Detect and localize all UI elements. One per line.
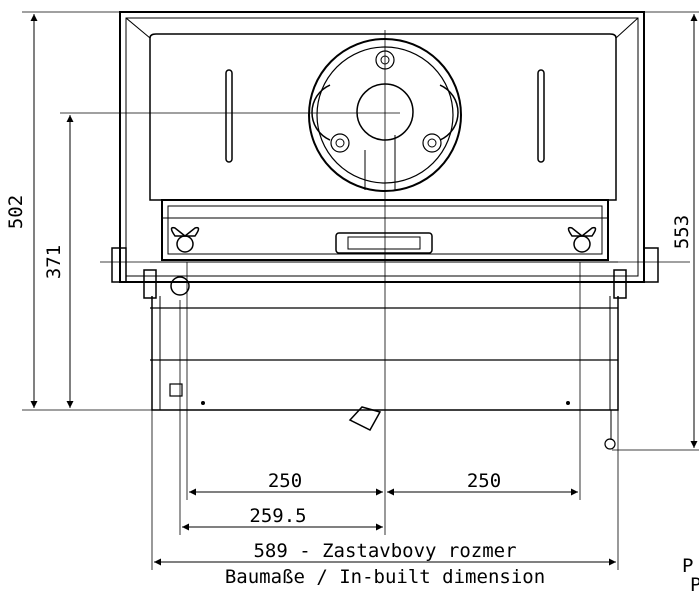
dim-width-250-left: 250 <box>268 470 302 492</box>
side-brackets <box>111 247 659 299</box>
side-slots <box>225 69 545 163</box>
extension-lines <box>22 11 699 570</box>
dim-height-553: 553 <box>671 215 693 249</box>
dim-width-589: 589 - Zastavbovy rozmer <box>253 540 516 562</box>
corner-text-1: P <box>682 555 693 577</box>
dimension-lines <box>30 14 698 566</box>
dim-width-589-subtitle: Baumaße / In-built dimension <box>225 566 545 588</box>
dim-height-502: 502 <box>5 195 27 229</box>
wing-nut-right <box>567 226 597 253</box>
centre-lines <box>60 30 690 535</box>
dim-width-259-5: 259.5 <box>249 505 306 527</box>
corner-text-2: P <box>690 574 699 591</box>
installation-frame <box>150 296 619 450</box>
wing-nut-left <box>170 226 200 296</box>
door-panel <box>150 199 618 277</box>
fireplace-body <box>119 11 645 283</box>
dim-width-250-right: 250 <box>467 470 501 492</box>
dim-height-371: 371 <box>43 245 65 279</box>
